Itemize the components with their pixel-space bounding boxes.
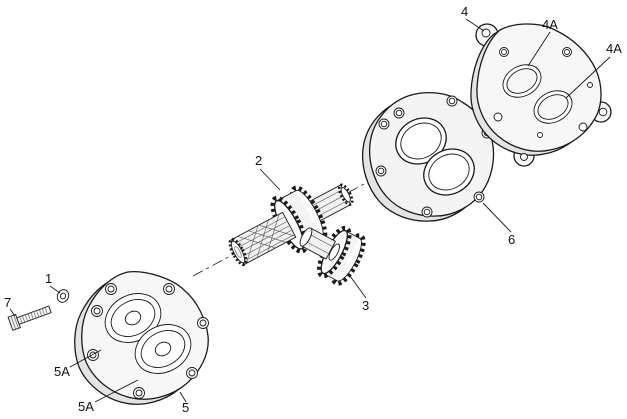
part-bolt-7 (7, 305, 52, 331)
plate-bearing-bore-upper (124, 310, 142, 326)
part-washer-1 (56, 289, 70, 303)
callout-label-7: 7 (4, 295, 11, 310)
leader-line-3 (349, 275, 367, 299)
plate-bolt-holes (87, 283, 209, 399)
spline-hatching (235, 214, 295, 264)
callout-label-5a-upper: 5A (54, 364, 70, 379)
part-end-cover-4 (470, 23, 612, 167)
cover-face (476, 23, 602, 152)
part-idler-gear-3 (299, 225, 366, 286)
leader-line-4a-top (527, 31, 551, 67)
callout-labels: 4 4A 4A 2 6 3 1 7 5A 5A 5 (4, 4, 622, 415)
callout-label-3: 3 (362, 298, 369, 313)
leader-line-1 (49, 285, 61, 294)
o-ring-4a-lower (533, 90, 573, 124)
leader-line-7 (9, 308, 16, 317)
leader-line-2 (259, 168, 281, 191)
part-pump-body-6 (361, 91, 495, 222)
part-mounting-plate-5 (74, 271, 209, 405)
callout-label-5a-lower: 5A (78, 399, 94, 414)
part-gear-shaft-2 (228, 183, 354, 267)
o-ring-4a-upper (502, 64, 542, 98)
idler-teeth-back (331, 233, 366, 286)
idler-hub-end (299, 227, 313, 247)
callout-label-4a-right: 4A (606, 41, 622, 56)
leader-line-5a-upper (69, 349, 102, 368)
leader-line-5a-lower (94, 379, 139, 403)
spline-end-face (228, 237, 248, 267)
bolt-shank (16, 305, 52, 325)
callout-label-2: 2 (255, 153, 262, 168)
plate-bearing-bore-lower (154, 341, 172, 357)
rear-spline-end (337, 183, 354, 206)
body-gear-bore (395, 117, 475, 196)
leader-line-6 (482, 202, 512, 233)
leader-line-5 (179, 391, 187, 403)
leader-line-4a-right (565, 56, 611, 99)
leader-line-4 (465, 18, 485, 32)
callout-label-1: 1 (45, 271, 52, 286)
callout-label-5: 5 (182, 400, 189, 415)
bolt-threads (19, 307, 48, 324)
callout-label-4a-top: 4A (542, 17, 558, 32)
callout-label-6: 6 (508, 232, 515, 247)
callout-label-4: 4 (461, 4, 468, 19)
idler-teeth-front (316, 225, 352, 279)
gear-teeth-front (270, 195, 308, 254)
leader-lines (9, 18, 611, 403)
